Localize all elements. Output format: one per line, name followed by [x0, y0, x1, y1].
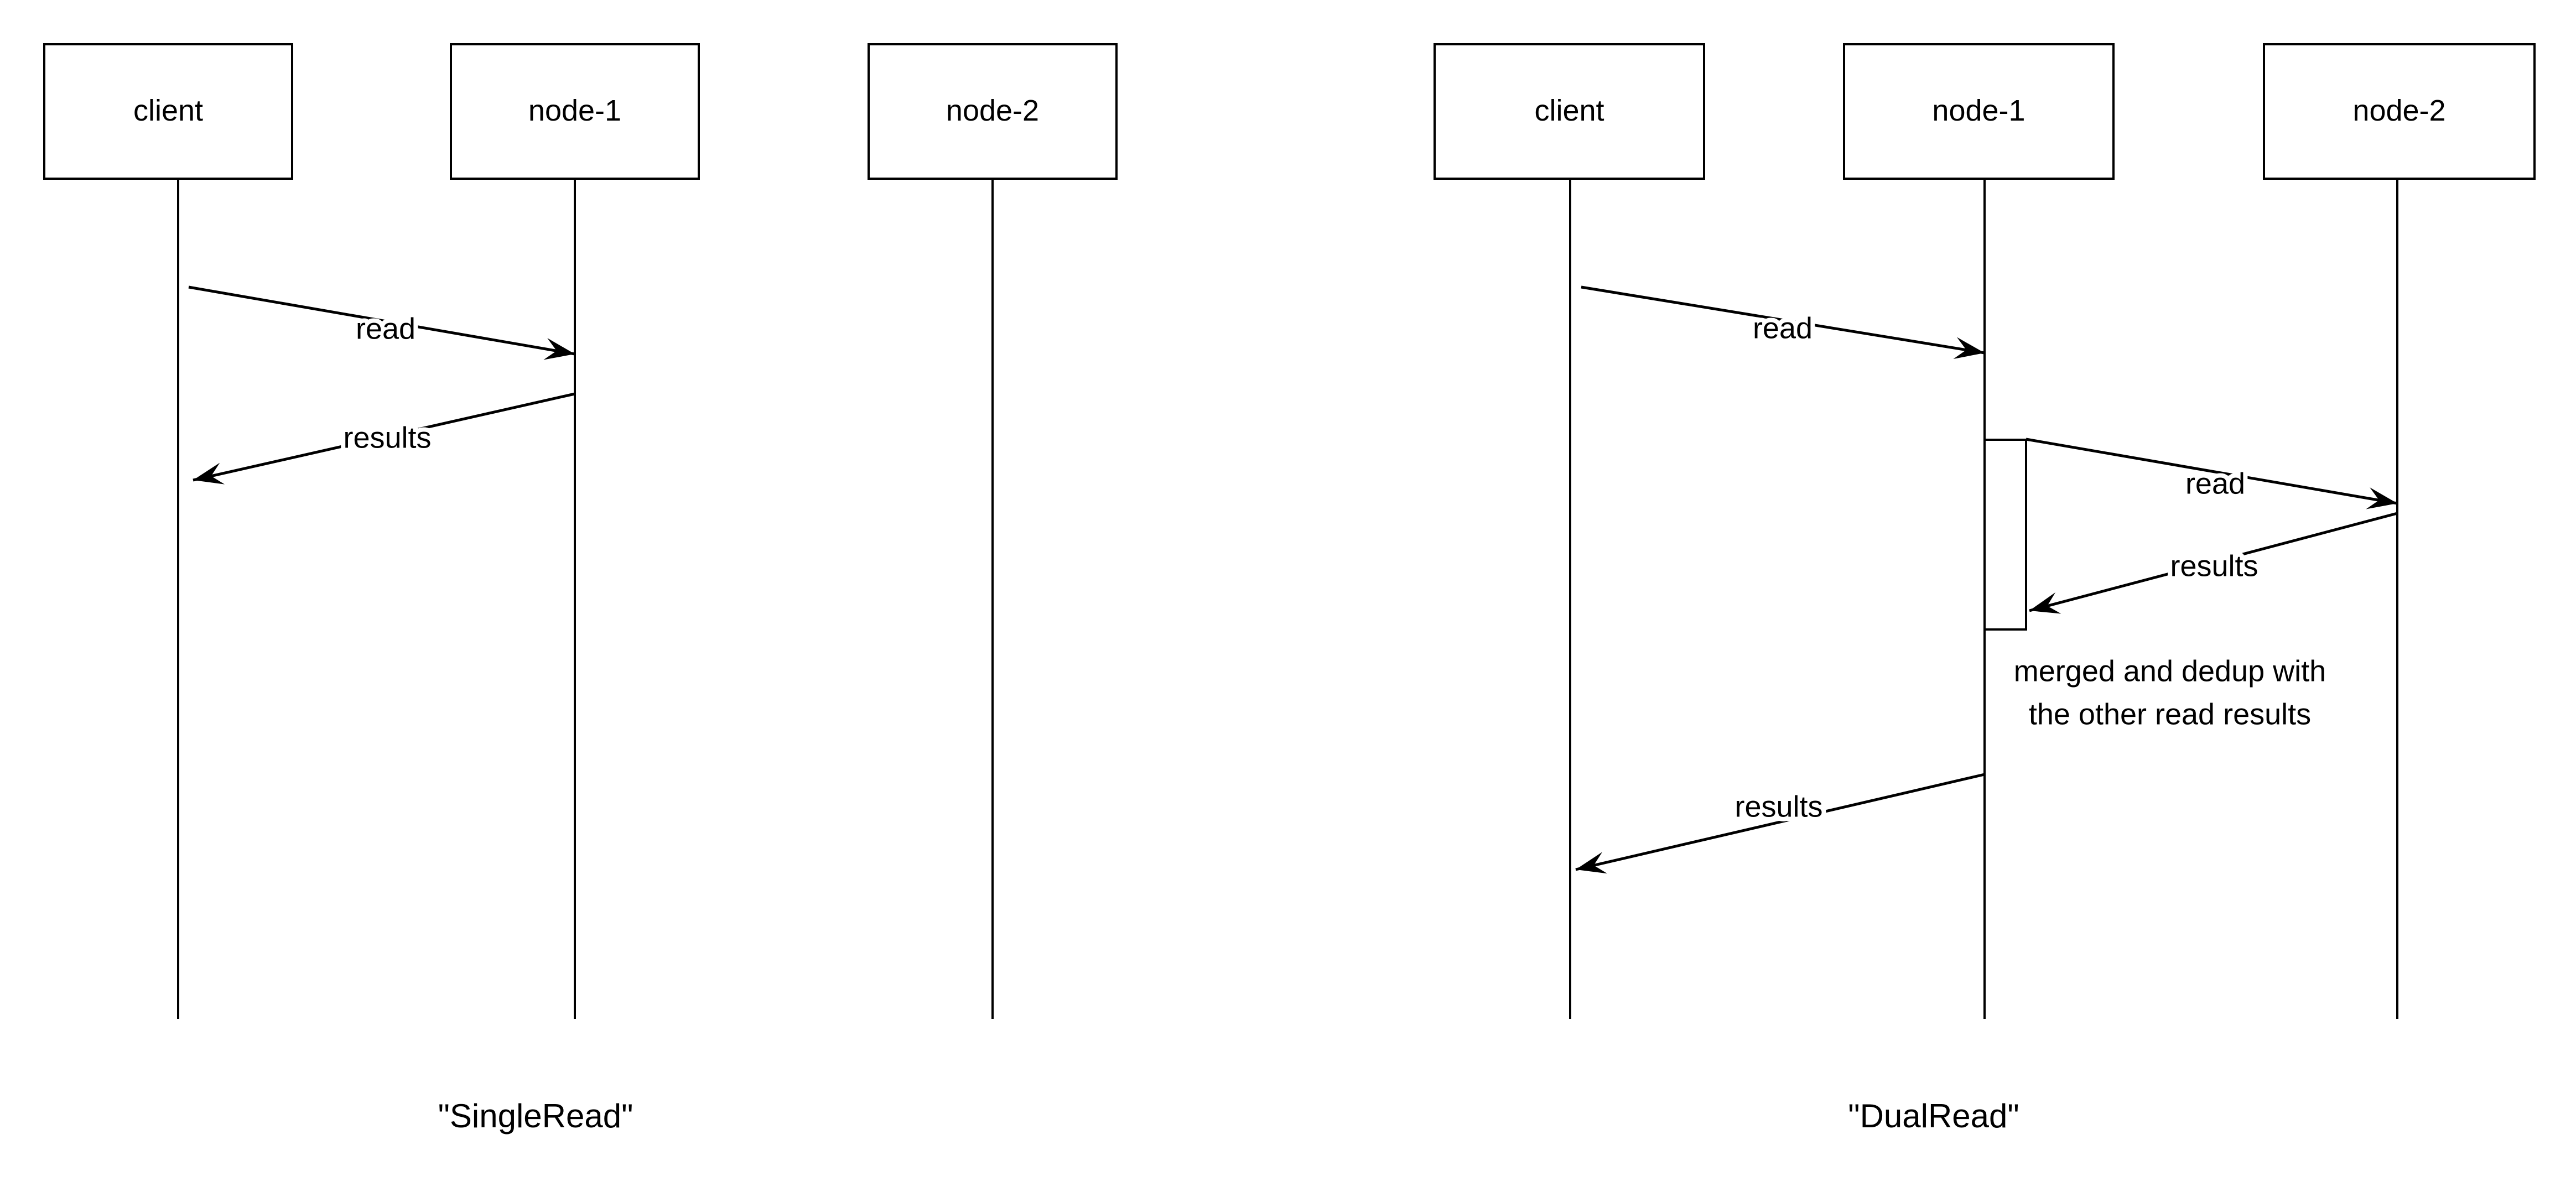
- message-arrowhead-dual-read-2: [2029, 592, 2061, 614]
- note-line-dual-read-0-0: merged and dedup with: [2014, 654, 2326, 688]
- participant-box-single-read-node-2[interactable]: [868, 43, 1118, 180]
- message-label-halo-dual-read-2: results: [2170, 549, 2258, 582]
- message-arrowhead-single-read-1: [193, 462, 225, 485]
- participant-label-dual-read-client: client: [1534, 94, 1604, 127]
- message-label-single-read-1: results: [343, 421, 431, 454]
- note-line-dual-read-0-1: the other read results: [2029, 698, 2311, 731]
- message-arrowhead-dual-read-1: [2366, 487, 2397, 509]
- participant-box-single-read-node-1[interactable]: [450, 43, 700, 180]
- message-label-dual-read-1: read: [2185, 467, 2245, 500]
- participant-label-single-read-node-2: node-2: [946, 94, 1039, 127]
- message-label-dual-read-3: results: [1734, 790, 1822, 823]
- message-line-dual-read-2: [2029, 512, 2398, 612]
- message-line-dual-read-3: [1575, 773, 1985, 871]
- message-label-halo-single-read-0: read: [356, 312, 416, 345]
- message-arrowhead-dual-read-0: [1953, 337, 1985, 360]
- message-label-halo-dual-read-3: results: [1734, 790, 1822, 823]
- message-label-halo-dual-read-0: read: [1753, 311, 1812, 345]
- message-label-halo-single-read-1: results: [343, 421, 431, 454]
- message-label-dual-read-0: read: [1753, 311, 1812, 345]
- activation-box-dual-read-node-1: [1983, 439, 2027, 631]
- message-arrowhead-dual-read-3: [1576, 852, 1608, 874]
- participant-label-dual-read-node-2: node-2: [2352, 94, 2445, 127]
- participant-box-dual-read-node-2[interactable]: [2263, 43, 2536, 180]
- message-line-dual-read-1: [2026, 438, 2398, 505]
- participant-box-dual-read-client[interactable]: [1434, 43, 1705, 180]
- message-label-halo-dual-read-1: read: [2185, 467, 2245, 500]
- message-line-dual-read-0: [1581, 285, 1985, 355]
- message-line-single-read-0: [188, 285, 575, 356]
- message-label-single-read-0: read: [356, 312, 416, 345]
- participant-label-single-read-node-1: node-1: [528, 94, 621, 127]
- participant-box-dual-read-node-1[interactable]: [1843, 43, 2115, 180]
- participant-label-single-read-client: client: [133, 94, 203, 127]
- message-line-single-read-1: [193, 392, 575, 482]
- message-label-dual-read-2: results: [2170, 549, 2258, 582]
- participant-box-single-read-client[interactable]: [43, 43, 293, 180]
- diagram-caption-single-read: "SingleRead": [438, 1097, 633, 1134]
- diagram-caption-dual-read: "DualRead": [1848, 1097, 2019, 1134]
- participant-label-dual-read-node-1: node-1: [1932, 94, 2025, 127]
- message-arrowhead-single-read-0: [543, 338, 575, 360]
